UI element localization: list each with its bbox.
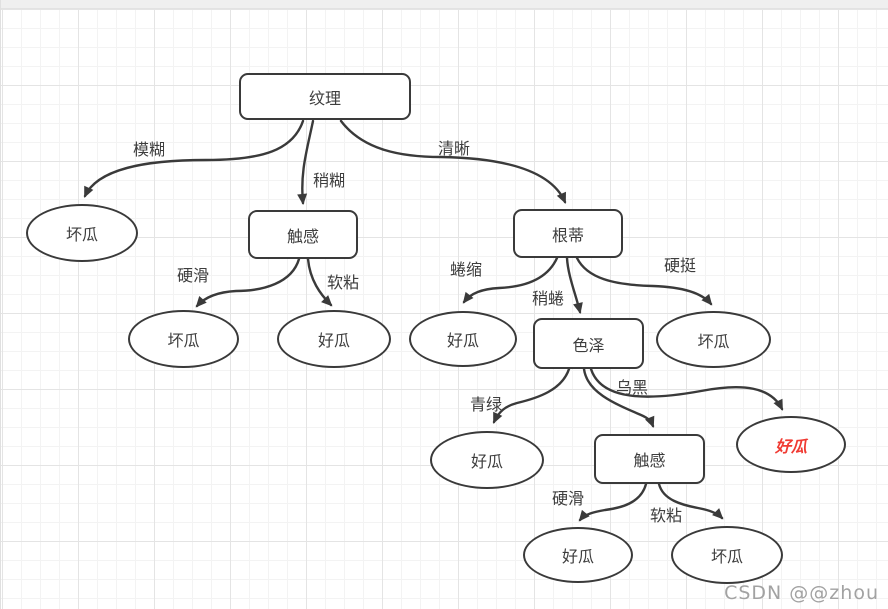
node-good-hardslip[interactable]: 好瓜 xyxy=(523,527,633,583)
edge-stem-curled xyxy=(462,256,559,304)
csdn-watermark: CSDN @@zhou xyxy=(724,582,879,604)
node-label-color: 色泽 xyxy=(572,335,605,355)
node-label-touch-lower: 触感 xyxy=(633,451,666,470)
edge-label-touchL-softsticky: 软粘 xyxy=(649,506,683,525)
edge-label-texture-slightblur: 稍糊 xyxy=(312,171,346,190)
node-touch-upper[interactable]: 触感 xyxy=(248,210,358,259)
edge-touchL-softsticky xyxy=(657,482,724,520)
edges-group xyxy=(83,119,784,522)
edge-touchU-softsticky xyxy=(306,257,333,307)
edge-touchU-hardslip xyxy=(195,257,301,308)
edge-touchL-hardslip xyxy=(578,482,648,522)
edge-label-color-green: 青绿 xyxy=(469,395,503,414)
node-label-good-dark: 好瓜 xyxy=(774,436,807,456)
edge-color-green xyxy=(492,367,571,424)
node-label-texture: 纹理 xyxy=(308,88,341,108)
node-label-bad-hardslip: 坏瓜 xyxy=(167,331,200,350)
node-label-stem: 根蒂 xyxy=(551,225,584,245)
edge-stem-slightcurl xyxy=(565,256,583,314)
edge-label-stem-curled: 蜷缩 xyxy=(449,260,483,279)
node-color[interactable]: 色泽 xyxy=(533,318,644,369)
edge-label-texture-clear: 清晰 xyxy=(437,139,471,158)
node-label-good-softsticky: 好瓜 xyxy=(317,331,350,350)
node-bad-hardslip[interactable]: 坏瓜 xyxy=(128,310,239,368)
edge-label-touchU-hardslip: 硬滑 xyxy=(176,266,210,285)
node-label-good-hardslip: 好瓜 xyxy=(561,547,594,566)
edge-label-touchU-softsticky: 软粘 xyxy=(326,273,360,292)
edge-label-stem-slightcurl: 稍蜷 xyxy=(531,289,565,308)
edge-texture-blur xyxy=(83,119,305,198)
node-label-good-green: 好瓜 xyxy=(470,452,503,471)
node-label-bad-stiff: 坏瓜 xyxy=(697,331,730,351)
edge-label-texture-blur: 模糊 xyxy=(132,140,166,159)
node-label-good-curled: 好瓜 xyxy=(446,331,479,350)
node-good-green[interactable]: 好瓜 xyxy=(430,431,544,489)
node-good-dark[interactable]: 好瓜 xyxy=(736,416,846,473)
node-label-bad-blur: 坏瓜 xyxy=(65,225,98,244)
node-good-softsticky[interactable]: 好瓜 xyxy=(277,310,391,368)
edge-stem-stiff xyxy=(575,256,713,306)
edge-texture-clear xyxy=(339,119,567,204)
node-bad-softsticky[interactable]: 坏瓜 xyxy=(671,526,783,584)
edge-color-dark xyxy=(582,367,655,428)
edge-label-touchL-hardslip: 硬滑 xyxy=(551,489,585,508)
node-stem[interactable]: 根蒂 xyxy=(513,209,623,258)
node-bad-blur[interactable]: 坏瓜 xyxy=(26,204,138,262)
node-good-curled[interactable]: 好瓜 xyxy=(409,311,517,367)
node-bad-stiff[interactable]: 坏瓜 xyxy=(656,311,771,368)
edge-color-unlabeled xyxy=(589,367,784,411)
edge-label-color-dark: 乌黑 xyxy=(615,378,649,397)
node-label-bad-softsticky: 坏瓜 xyxy=(710,547,743,566)
edge-texture-slightblur xyxy=(297,119,315,205)
node-touch-lower[interactable]: 触感 xyxy=(594,434,705,484)
canvas-top-strip xyxy=(1,0,888,9)
node-label-touch-upper: 触感 xyxy=(286,226,319,246)
node-texture[interactable]: 纹理 xyxy=(239,73,411,120)
edge-label-stem-stiff: 硬挺 xyxy=(663,256,697,275)
